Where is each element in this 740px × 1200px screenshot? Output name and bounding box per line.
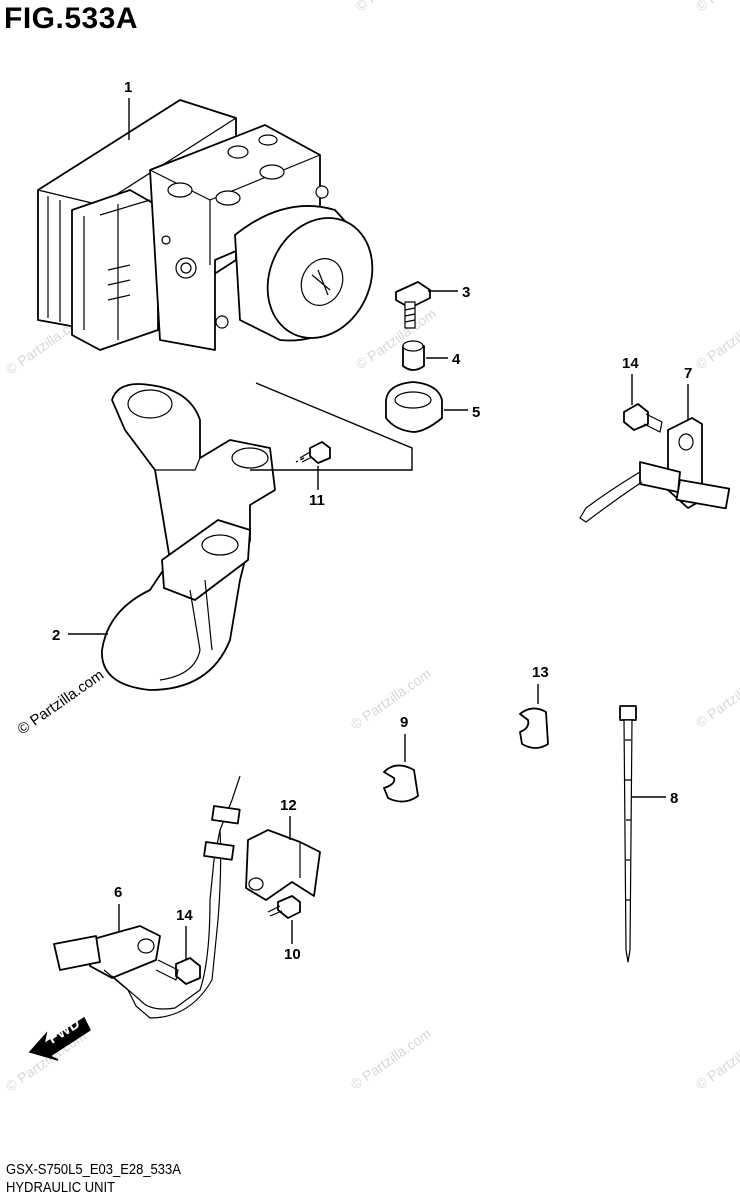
part-1-hydraulic-unit-drawing xyxy=(37,99,374,351)
watermark: © Partzilla.com xyxy=(693,305,740,372)
part-14-bolt-lower-drawing xyxy=(155,957,201,985)
part-label-14-upper: 14 xyxy=(622,355,639,372)
part-7-rear-sensor-drawing xyxy=(579,417,731,523)
footer-model-code: GSX-S750L5_E03_E28_533A xyxy=(6,1160,181,1178)
part-5-cushion-drawing xyxy=(385,381,443,433)
watermark-dark: © Partzilla.com xyxy=(15,666,108,738)
footer-description: HYDRAULIC UNIT xyxy=(6,1178,116,1196)
part-9-clamp-drawing xyxy=(383,764,419,803)
watermark: © Partzilla.com xyxy=(348,1025,434,1092)
part-label-6: 6 xyxy=(114,884,122,901)
part-6-front-sensor-drawing xyxy=(53,775,241,1019)
part-2-bracket-drawing xyxy=(101,383,276,691)
part-label-13: 13 xyxy=(532,664,549,681)
part-label-8: 8 xyxy=(670,790,678,807)
figure-title: FIG.533A xyxy=(4,2,139,35)
part-label-11: 11 xyxy=(309,492,325,509)
watermark: © Partzilla.com xyxy=(353,0,439,14)
part-label-12: 12 xyxy=(280,797,297,814)
part-11-bolt-drawing xyxy=(299,441,331,464)
part-label-9: 9 xyxy=(400,714,408,731)
part-label-14-lower: 14 xyxy=(176,907,193,924)
part-12-bracket-drawing xyxy=(245,829,321,901)
watermark: © Partzilla.com xyxy=(348,665,434,732)
watermark: © Partzilla.com xyxy=(693,1025,740,1092)
part-3-bolt-drawing xyxy=(395,281,431,329)
part-label-3: 3 xyxy=(462,284,470,301)
watermark: © Partzilla.com xyxy=(353,305,439,372)
watermark: © Partzilla.com xyxy=(693,0,740,14)
part-14-bolt-upper-drawing xyxy=(623,403,663,433)
part-label-7: 7 xyxy=(684,365,692,382)
part-4-collar-drawing xyxy=(402,340,425,371)
part-label-5: 5 xyxy=(472,404,480,421)
part-8-cable-tie-drawing xyxy=(619,705,637,963)
part-10-bolt-drawing xyxy=(267,895,301,919)
part-label-1: 1 xyxy=(124,79,132,96)
part-label-2: 2 xyxy=(52,627,60,644)
part-label-10: 10 xyxy=(284,946,301,963)
part-13-clamp-drawing xyxy=(519,707,549,749)
part-label-4: 4 xyxy=(452,351,461,368)
watermark: © Partzilla.com xyxy=(693,663,740,730)
